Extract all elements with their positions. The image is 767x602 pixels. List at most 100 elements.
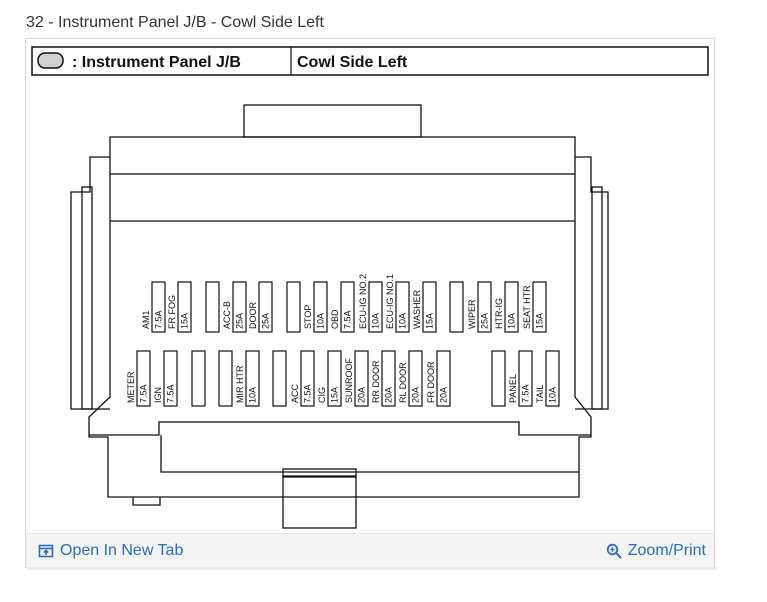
fuse-body xyxy=(532,281,547,333)
magnifier-icon xyxy=(606,543,622,559)
fuse-name-label: ACC-B xyxy=(222,301,232,329)
fuse-amp-label: 7.5A xyxy=(303,384,313,403)
fuse-body xyxy=(545,350,560,407)
open-new-tab-link[interactable]: Open In New Tab xyxy=(38,542,183,560)
fuse-body xyxy=(491,350,506,407)
fuse-amp-label: 20A xyxy=(384,387,394,403)
fuse-body xyxy=(151,281,166,333)
fuse-body xyxy=(504,281,519,333)
zoom-print-link[interactable]: Zoom/Print xyxy=(606,542,706,560)
fuse-slot xyxy=(272,350,287,407)
fuse-body xyxy=(368,281,383,333)
fuse-slot xyxy=(286,281,301,333)
fuse-name-label: TAIL xyxy=(535,385,545,403)
footer-bar: Open In New Tab Zoom/Print xyxy=(26,533,714,567)
block-outline xyxy=(70,104,609,529)
zoom-print-label: Zoom/Print xyxy=(627,542,706,559)
location-right-label: Cowl Side Left xyxy=(297,54,408,71)
fuse-amp-label: 15A xyxy=(535,313,545,329)
fuse-body xyxy=(354,350,369,407)
fuse-name-label: CIG xyxy=(317,387,327,403)
fuse-body xyxy=(232,281,247,333)
fuse-slot xyxy=(218,350,233,407)
fuse-slot xyxy=(449,281,464,333)
fuse-body xyxy=(327,350,342,407)
fuse-amp-label: 25A xyxy=(480,313,490,329)
fuse-body xyxy=(395,281,410,333)
fuse-body xyxy=(300,350,315,407)
fuse-body xyxy=(205,281,220,333)
fuse-body xyxy=(272,350,287,407)
fuse-body xyxy=(191,350,206,407)
fuse-amp-label: 10A xyxy=(248,387,258,403)
fuse-name-label: MIR HTR xyxy=(235,365,245,403)
fuse-name-label: STOP xyxy=(303,305,313,329)
fuse-body xyxy=(340,281,355,333)
location-header: : Instrument Panel J/B Cowl Side Left xyxy=(31,46,709,76)
fuse-body xyxy=(408,350,423,407)
fuse-name-label: IGN xyxy=(153,387,163,403)
fuse-amp-label: 20A xyxy=(357,387,367,403)
fuse-slot xyxy=(491,350,506,407)
fuse-body xyxy=(218,350,233,407)
fuse-name-label: ACC xyxy=(290,383,300,403)
fuse-name-label: DOOR xyxy=(248,301,258,329)
fuse-body xyxy=(177,281,192,333)
fuse-amp-label: 7.5A xyxy=(154,310,164,329)
fuse-amp-label: 10A xyxy=(316,313,326,329)
fuse-amp-label: 25A xyxy=(235,313,245,329)
open-new-tab-icon xyxy=(38,544,54,558)
fuse-name-label: RL DOOR xyxy=(398,362,408,403)
fuse-amp-label: 7.5A xyxy=(521,384,531,403)
fuse-name-label: SEAT HTR xyxy=(522,285,532,329)
fuse-amp-label: 7.5A xyxy=(343,310,353,329)
fuse-amp-label: 10A xyxy=(398,313,408,329)
fuse-name-label: FR DOOR xyxy=(426,361,436,403)
fuse-amp-label: 15A xyxy=(180,313,190,329)
fuse-name-label: ECU-IG NO.2 xyxy=(358,274,368,329)
fuse-amp-label: 15A xyxy=(425,313,435,329)
fuse-amp-label: 10A xyxy=(507,313,517,329)
fuse-name-label: RR DOOR xyxy=(371,360,381,403)
fuse-amp-label: 10A xyxy=(371,313,381,329)
fuse-body xyxy=(245,350,260,407)
fuse-amp-label: 10A xyxy=(548,387,558,403)
open-new-tab-label: Open In New Tab xyxy=(60,542,184,559)
junction-block-diagram: : Instrument Panel J/B Cowl Side Left 7.… xyxy=(31,46,709,529)
fuse-name-label: OBD xyxy=(330,309,340,329)
fuse-name-label: SUNROOF xyxy=(344,357,354,403)
fuse-body xyxy=(163,350,178,407)
fuse-amp-label: 15A xyxy=(330,387,340,403)
fuse-name-label: AM1 xyxy=(141,310,151,329)
diagram-frame: : Instrument Panel J/B Cowl Side Left 7.… xyxy=(25,38,715,568)
fuse-name-label: ECU-IG NO.1 xyxy=(385,274,395,329)
page-title: 32 - Instrument Panel J/B - Cowl Side Le… xyxy=(26,14,324,31)
fuse-amp-label: 25A xyxy=(261,313,271,329)
fuse-name-label: METER xyxy=(126,371,136,403)
fuse-body xyxy=(313,281,328,333)
fuse-amp-label: 7.5A xyxy=(139,384,149,403)
location-left-label: : Instrument Panel J/B xyxy=(72,54,241,71)
fuse-amp-label: 7.5A xyxy=(166,384,176,403)
